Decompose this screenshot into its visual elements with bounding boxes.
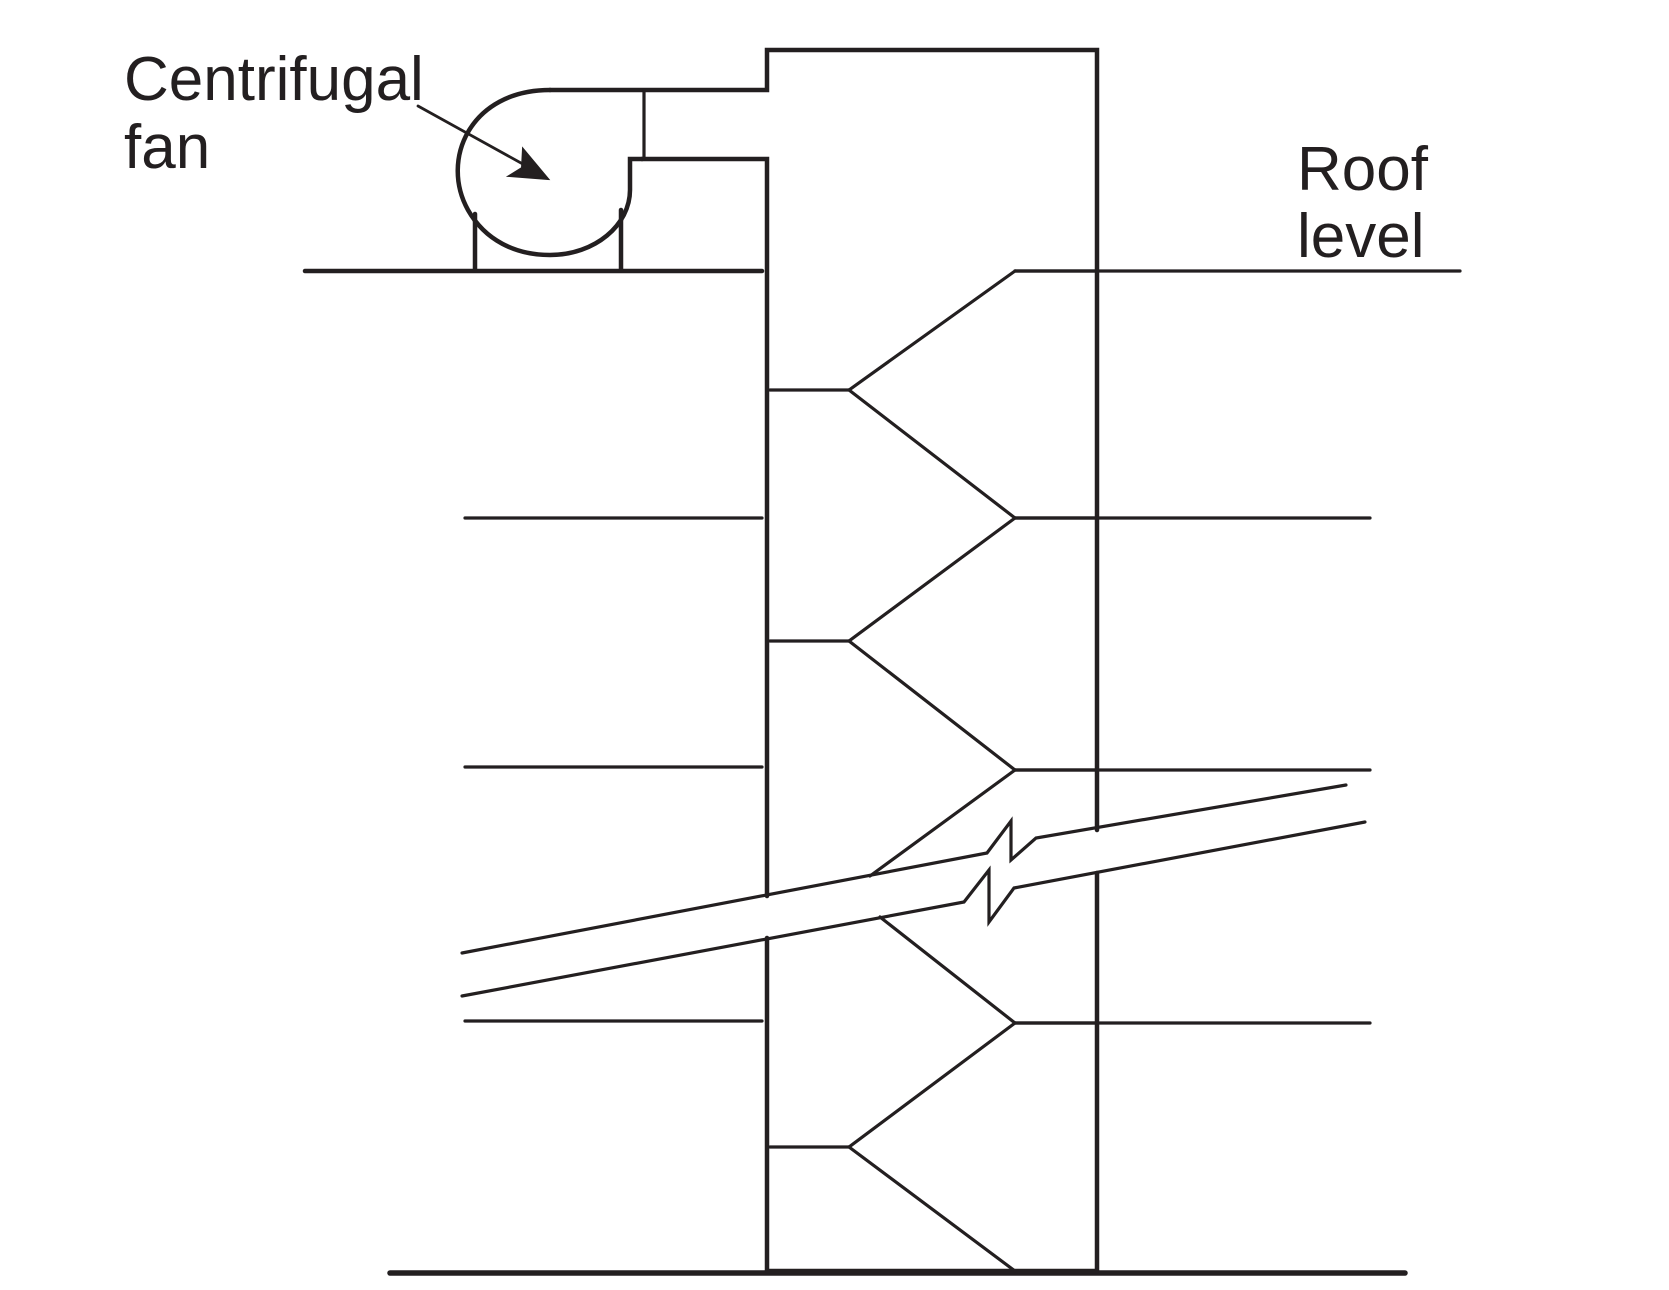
branch-duct-6 [878,915,1017,1025]
break-line-lower [460,820,1367,998]
fan-label-line1: Centrifugal [124,45,424,114]
break-line-upper [460,783,1348,955]
branch-duct-5 [868,768,1017,878]
branch-duct-1 [768,269,1017,392]
shaft-top-and-right-wall [547,47,1100,833]
branch-duct-7 [768,1021,1017,1149]
fan-arrow-shaft [416,104,532,170]
branch-duct-8 [847,1145,1017,1273]
fan-arrow-head [505,146,551,181]
branch-duct-2 [847,388,1017,520]
roof-label-line2: level [1297,202,1425,271]
branch-duct-4 [847,639,1017,772]
centrifugal-fan-housing [455,87,645,258]
roof-label-line1: Roof [1297,135,1429,204]
shaft-left-wall-upper [639,156,770,899]
branch-duct-3 [768,516,1017,643]
fan-label-line2: fan [124,113,210,182]
